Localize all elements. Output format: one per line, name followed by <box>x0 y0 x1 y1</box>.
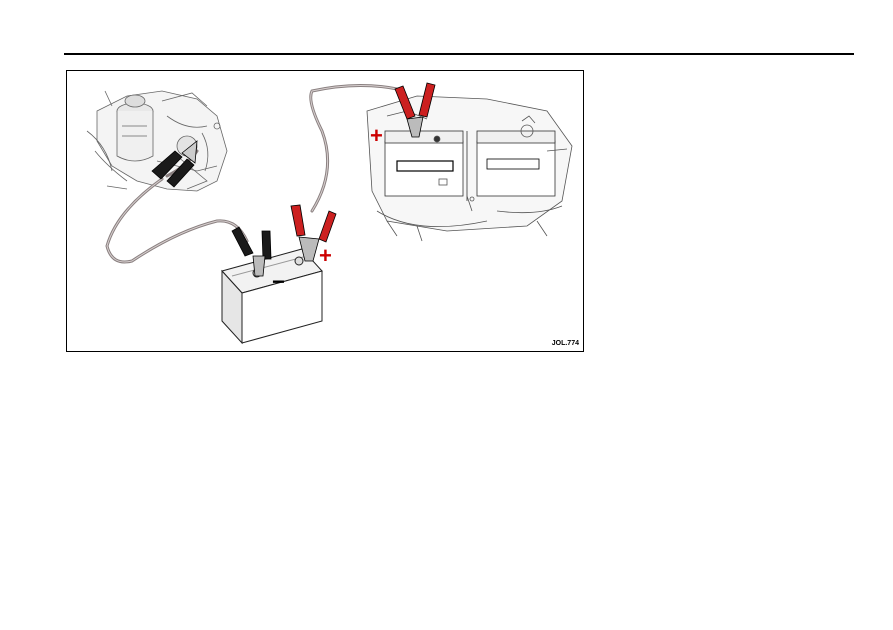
jump-lead-clamp-icon <box>151 82 436 277</box>
booster-battery-icon <box>221 248 323 345</box>
jump-lead-cables <box>105 83 399 264</box>
jump-start-illustration: + + − <box>86 82 573 345</box>
booster-positive-sign: + <box>319 243 332 268</box>
vehicle-battery-icon <box>366 95 573 242</box>
header-rule <box>64 53 854 55</box>
engine-bay-icon <box>86 90 228 192</box>
jump-start-figure: + + − JOL.774 <box>66 70 584 352</box>
booster-negative-sign: − <box>272 269 285 294</box>
figure-reference-code: JOL.774 <box>551 340 579 347</box>
vehicle-positive-sign: + <box>370 123 383 148</box>
